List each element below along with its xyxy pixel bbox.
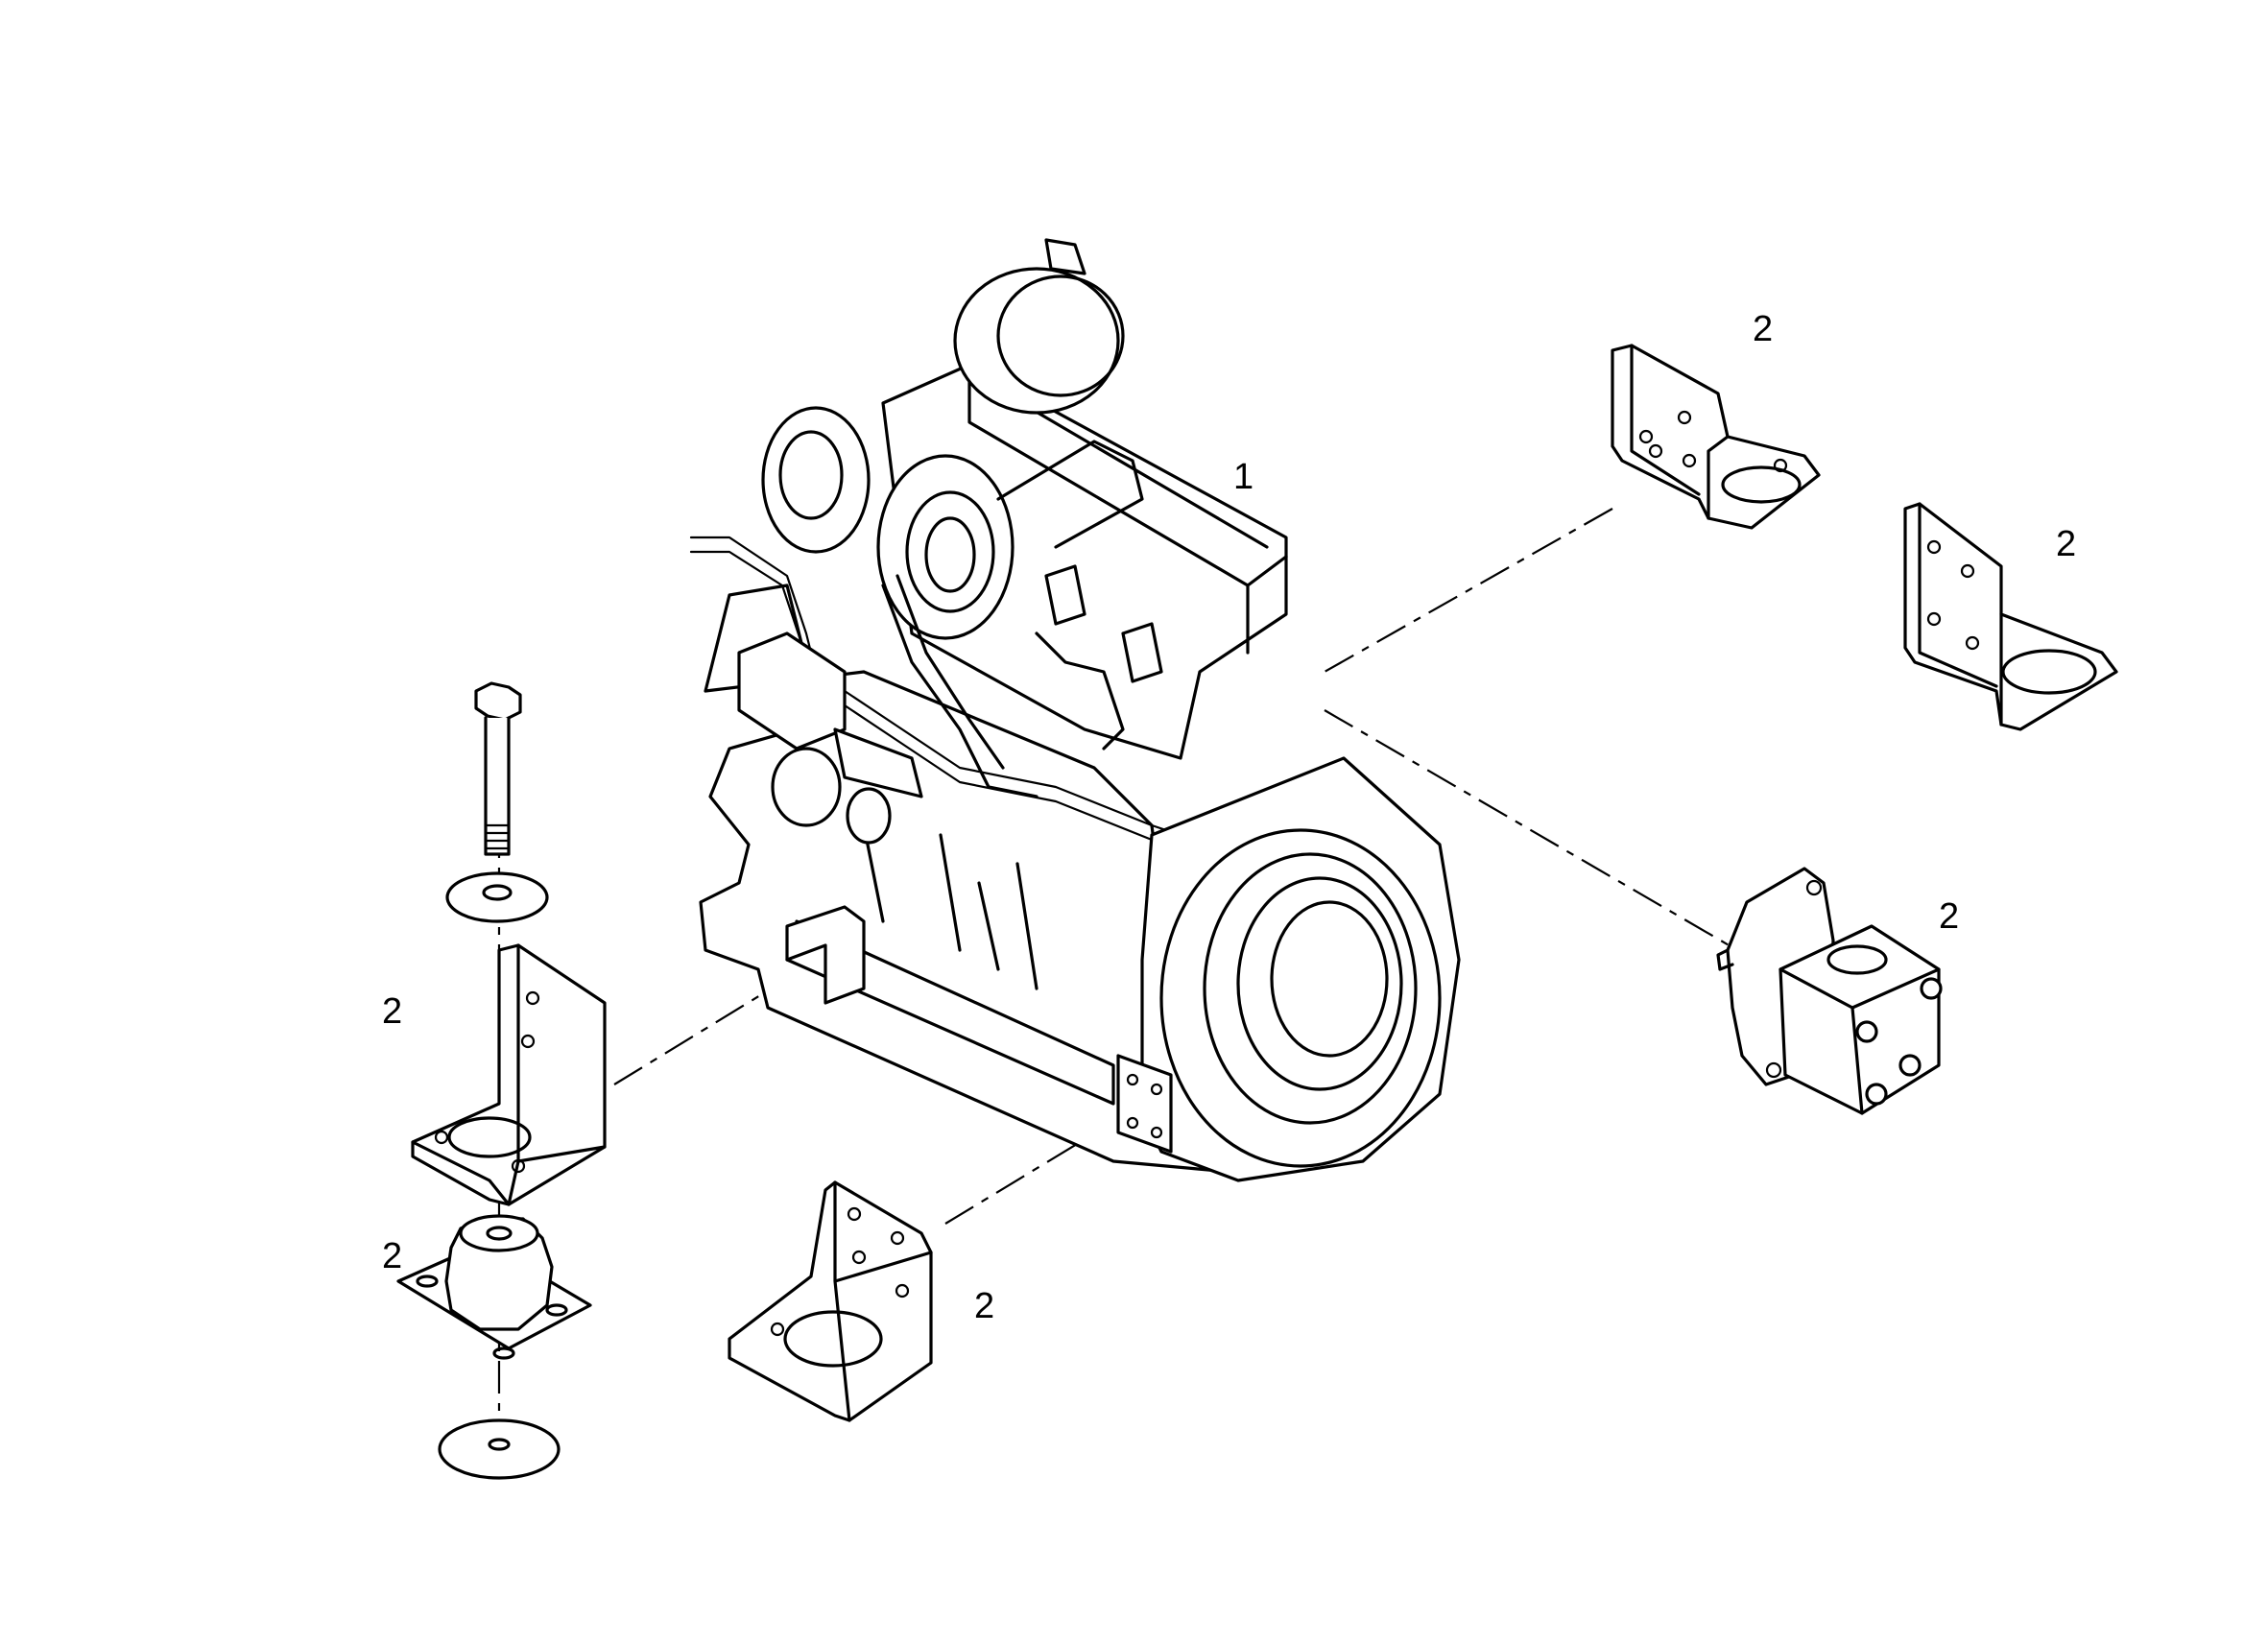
mounting-bracket-top-right-b: [1903, 502, 2118, 731]
callout-bracket-left: 2: [382, 991, 403, 1032]
left-mount-stack: [396, 681, 607, 1480]
hydraulic-pump: [1716, 867, 1943, 1115]
engine: [689, 238, 1461, 1182]
mounting-bracket-bottom: [728, 1180, 933, 1422]
callout-bracket-top-right-b: 2: [2056, 524, 2077, 564]
callout-bracket-top-right-a: 2: [1753, 309, 1774, 349]
callout-engine: 1: [1233, 457, 1254, 497]
callout-mount-left: 2: [382, 1236, 403, 1276]
callout-pump-right: 2: [1939, 896, 1960, 937]
callout-bracket-bottom: 2: [974, 1286, 995, 1326]
mounting-bracket-top-right-a: [1611, 344, 1821, 530]
